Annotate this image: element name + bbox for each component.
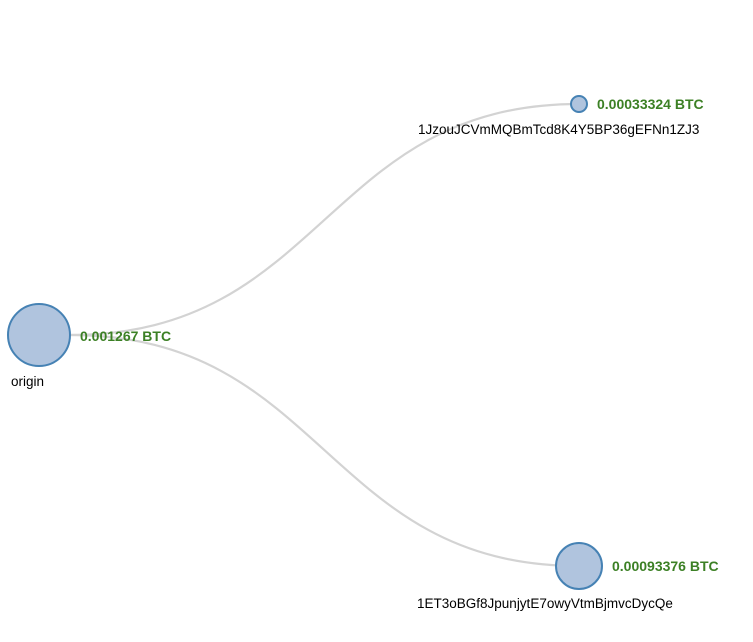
node-child-1[interactable]: 0.00033324 BTC 1JzouJCVmMQBmTcd8K4Y5BP36…: [418, 95, 704, 137]
node-origin[interactable]: 0.001267 BTC origin: [7, 303, 171, 389]
node-child-2[interactable]: 0.00093376 BTC 1ET3oBGf8JpunjytE7owyVtmB…: [417, 542, 719, 611]
node-origin-amount: 0.001267 BTC: [80, 328, 171, 344]
node-origin-circle[interactable]: [7, 303, 71, 367]
link-origin-child-2: [69, 333, 580, 568]
node-child-2-amount: 0.00093376 BTC: [612, 558, 719, 574]
link-origin-child-1: [69, 102, 580, 337]
node-child-2-name: 1ET3oBGf8JpunjytE7owyVtmBjmvcDycQe: [417, 596, 673, 611]
node-child-2-circle[interactable]: [555, 542, 603, 590]
node-child-1-amount: 0.00033324 BTC: [597, 96, 704, 112]
node-origin-name: origin: [11, 374, 44, 389]
node-child-1-circle[interactable]: [570, 95, 588, 113]
links-layer: [69, 102, 580, 568]
node-child-1-name: 1JzouJCVmMQBmTcd8K4Y5BP36gEFNn1ZJ3: [418, 122, 699, 137]
